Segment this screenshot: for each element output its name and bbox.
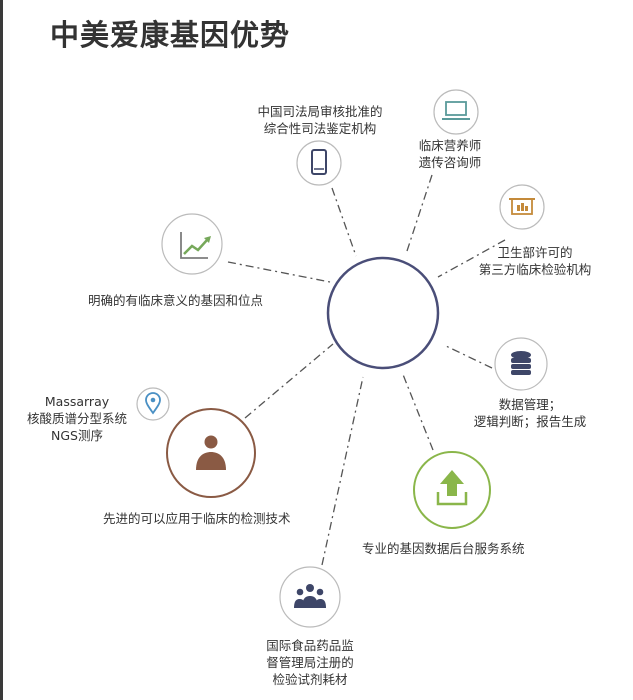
label-health-ministry-line-1: 卫生部许可的 bbox=[497, 245, 573, 260]
page-title: 中美爱康基因优势 bbox=[50, 18, 291, 52]
label-judicial-line-1: 中国司法局审核批准的 bbox=[257, 104, 383, 119]
label-database-line-1: 数据管理； bbox=[498, 397, 562, 412]
label-massarray-line-3: NGS测序 bbox=[51, 428, 103, 443]
node-database bbox=[494, 337, 548, 391]
node-fda bbox=[279, 566, 341, 628]
label-nutrition-line-2: 遗传咨询师 bbox=[418, 155, 482, 170]
connector-fda bbox=[321, 376, 364, 566]
left-border-rule bbox=[0, 0, 3, 700]
node-sites-ring bbox=[161, 213, 223, 275]
connector-sites bbox=[227, 261, 331, 283]
growth-chart-icon bbox=[180, 232, 211, 259]
connector-advanced-tech bbox=[244, 343, 334, 419]
connector-database bbox=[445, 345, 493, 369]
database-icon bbox=[511, 351, 531, 375]
label-backend: 专业的基因数据后台服务系统 bbox=[362, 540, 525, 557]
connector-health-ministry bbox=[437, 239, 506, 278]
connector-backend bbox=[401, 371, 434, 451]
node-massarray-ring bbox=[136, 387, 170, 421]
upload-icon bbox=[436, 470, 468, 506]
label-massarray-line-2: 核酸质谱分型系统 bbox=[26, 411, 127, 426]
label-massarray-line-1: Massarray bbox=[44, 394, 110, 409]
node-nutrition bbox=[433, 89, 479, 135]
label-sites-line-1: 明确的有临床意义的基因和位点 bbox=[88, 293, 264, 308]
connector-judicial bbox=[331, 187, 357, 257]
label-advanced-tech-line-1: 先进的可以应用于临床的检测技术 bbox=[103, 511, 291, 526]
node-health-ministry bbox=[499, 184, 545, 230]
laptop-icon bbox=[442, 101, 470, 120]
mobile-phone-icon bbox=[311, 149, 327, 175]
node-massarray bbox=[136, 387, 170, 421]
node-sites bbox=[161, 213, 223, 275]
label-judicial-line-2: 综合性司法鉴定机构 bbox=[263, 121, 377, 136]
presentation-board-icon bbox=[509, 198, 535, 215]
label-database-line-2: 逻辑判断；报告生成 bbox=[473, 414, 587, 429]
label-fda-line-3: 检验试剂耗材 bbox=[272, 672, 348, 687]
location-pin-icon bbox=[145, 392, 161, 415]
label-database: 数据管理； 逻辑判断；报告生成 bbox=[455, 396, 605, 430]
label-sites: 明确的有临床意义的基因和位点 bbox=[88, 292, 263, 309]
label-judicial: 中国司法局审核批准的 综合性司法鉴定机构 bbox=[240, 103, 400, 137]
node-judicial-ring bbox=[296, 140, 342, 186]
label-health-ministry-line-2: 第三方临床检验机构 bbox=[478, 262, 592, 277]
label-fda-line-2: 督管理局注册的 bbox=[266, 655, 354, 670]
label-advanced-tech: 先进的可以应用于临床的检测技术 bbox=[103, 510, 291, 527]
connector-nutrition bbox=[405, 174, 433, 255]
label-health-ministry: 卫生部许可的 第三方临床检验机构 bbox=[455, 244, 615, 278]
connector-lines bbox=[227, 174, 506, 566]
label-nutrition-line-1: 临床营养师 bbox=[418, 138, 482, 153]
label-backend-line-1: 专业的基因数据后台服务系统 bbox=[362, 541, 525, 556]
label-fda: 国际食品药品监 督管理局注册的 检验试剂耗材 bbox=[250, 637, 370, 688]
team-icon bbox=[294, 584, 326, 608]
label-fda-line-1: 国际食品药品监 bbox=[266, 638, 354, 653]
node-judicial bbox=[296, 140, 342, 186]
label-massarray: Massarray 核酸质谱分型系统 NGS测序 bbox=[22, 393, 132, 444]
label-nutrition: 临床营养师 遗传咨询师 bbox=[400, 137, 500, 171]
person-icon bbox=[196, 435, 226, 470]
node-nutrition-ring bbox=[433, 89, 479, 135]
node-advanced-tech bbox=[166, 408, 256, 498]
node-backend bbox=[413, 451, 491, 529]
hub-circle bbox=[326, 256, 440, 370]
